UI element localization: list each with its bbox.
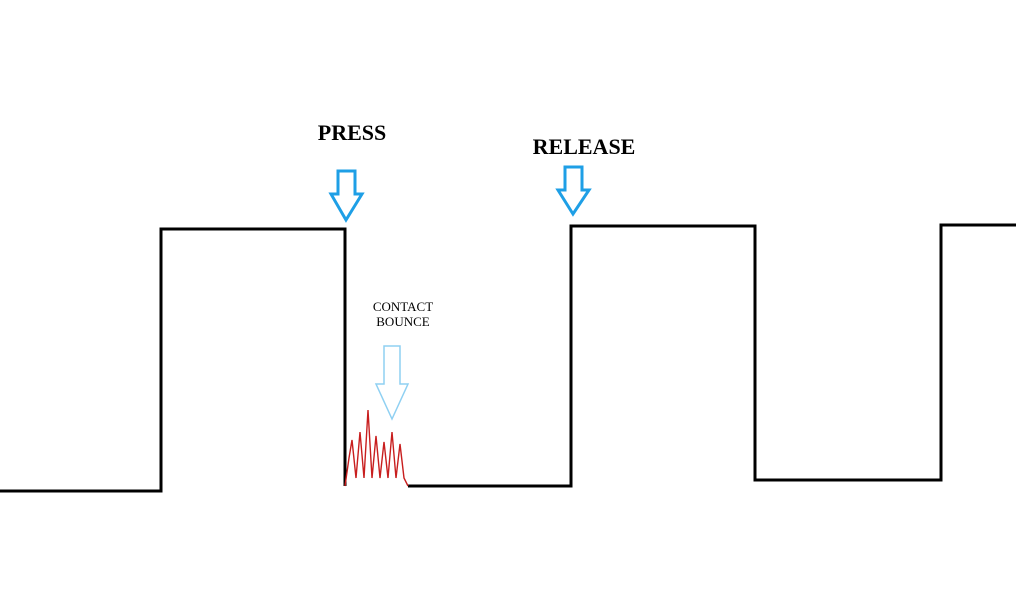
contact-bounce-label-line1: CONTACT [373, 299, 433, 314]
contact-bounce-noise [344, 409, 409, 487]
square-wave-signal-continued [408, 223, 1016, 488]
release-arrow-icon [555, 165, 592, 217]
square-wave-signal [0, 227, 347, 493]
release-label: RELEASE [533, 134, 636, 159]
press-arrow-icon [328, 169, 365, 223]
contact-bounce-label-line2: BOUNCE [376, 314, 430, 329]
press-label: PRESS [318, 120, 386, 145]
contact-bounce-arrow-icon [374, 345, 410, 421]
